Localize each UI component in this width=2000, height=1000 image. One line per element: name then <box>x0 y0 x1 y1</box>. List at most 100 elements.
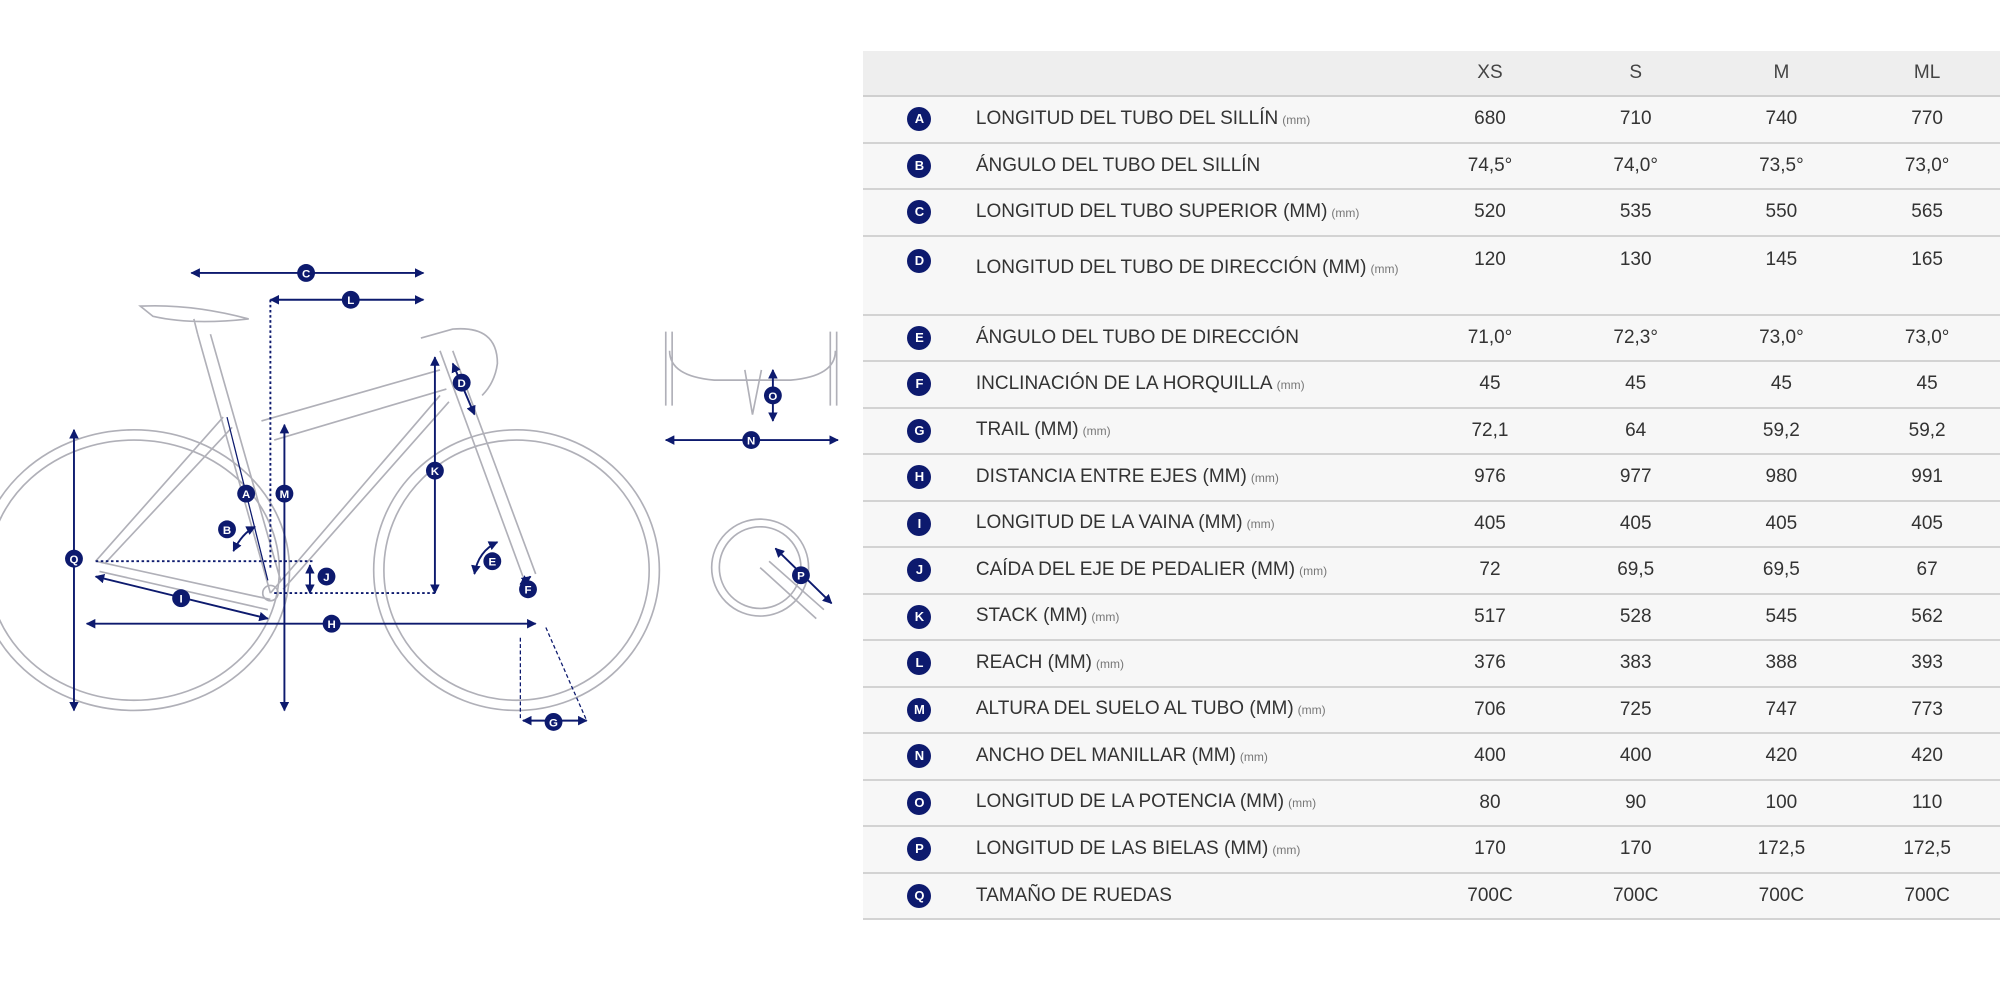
measurement-label: STACK (MM) <box>975 605 1088 627</box>
measurement-value: 69,5 <box>1562 547 1709 595</box>
table-header-row: XS S M ML <box>863 51 2000 97</box>
measurement-value: 73,0° <box>1854 314 2000 362</box>
diagram-badge-letter: I <box>180 594 183 606</box>
dimension-badge: K <box>907 604 932 629</box>
diagram-badge-letter: H <box>327 619 335 631</box>
measurement-value: 545 <box>1708 593 1855 641</box>
measurement-value: 405 <box>1854 500 2000 548</box>
dimension-badge: J <box>907 558 932 583</box>
diagram-badge-j: J <box>317 567 336 586</box>
unit-label: (mm) <box>1370 261 1399 276</box>
measurement-value: 172,5 <box>1708 826 1855 874</box>
measurement-value: 73,0° <box>1854 142 2000 190</box>
diagram-badge-letter: D <box>458 378 466 390</box>
unit-label: (mm) <box>1250 470 1279 485</box>
measurement-value: 59,2 <box>1854 407 2000 455</box>
diagram-badge-letter: C <box>302 268 310 280</box>
measurement-value: 400 <box>1562 733 1709 781</box>
diagram-badge-p: P <box>792 566 810 585</box>
measurement-value: 165 <box>1854 235 2000 316</box>
dimension-badge: F <box>907 372 932 397</box>
diagram-badge-a: A <box>237 484 256 503</box>
diagram-badge-l: L <box>341 290 360 309</box>
measurement-value: 980 <box>1708 454 1855 502</box>
dimension-badge: G <box>907 418 932 443</box>
dimension-badge: N <box>907 744 932 769</box>
measurement-value: 520 <box>1417 189 1563 237</box>
measurement-value: 90 <box>1562 779 1709 827</box>
measurement-value: 700C <box>1417 872 1563 920</box>
diagram-badge-letter: B <box>223 525 231 537</box>
diagram-badge-c: C <box>297 264 316 282</box>
measurement-value: 388 <box>1708 640 1855 688</box>
dimension-badge: I <box>907 511 932 536</box>
dimension-badge: O <box>907 790 932 815</box>
frame <box>95 333 537 611</box>
dimension-badge: H <box>907 465 932 490</box>
unit-label: (mm) <box>1282 112 1311 127</box>
diagram-badge-k: K <box>425 461 444 480</box>
measurement-value: 69,5 <box>1708 547 1855 595</box>
measurement-value: 700C <box>1854 872 2000 920</box>
measurement-value: 145 <box>1708 235 1855 316</box>
measurement-value: 535 <box>1562 189 1709 237</box>
diagram-badge-q: Q <box>65 549 83 568</box>
measurement-value: 405 <box>1708 500 1855 548</box>
diagram-badge-letter: O <box>768 391 777 403</box>
unit-label: (mm) <box>1246 517 1275 532</box>
measurement-value: 45 <box>1417 361 1563 409</box>
measurement-value: 74,5° <box>1417 142 1563 190</box>
diagram-badge-letter: P <box>797 571 805 583</box>
dimension-badge: M <box>907 697 932 722</box>
measurement-label: LONGITUD DE LAS BIELAS (MM) <box>975 837 1269 859</box>
diagram-badge-letter: J <box>323 572 329 584</box>
diagram-badge-f: F <box>519 580 537 599</box>
measurement-value: 976 <box>1417 454 1563 502</box>
measurement-label: LONGITUD DE LA POTENCIA (MM) <box>975 791 1285 813</box>
diagram-badge-m: M <box>275 484 294 503</box>
measurement-label: TRAIL (MM) <box>975 419 1079 441</box>
size-header-xs: XS <box>1417 51 1563 97</box>
measurement-value: 376 <box>1417 640 1563 688</box>
measurement-label: CAÍDA DEL EJE DE PEDALIER (MM) <box>975 558 1296 580</box>
measurement-value: 100 <box>1708 779 1855 827</box>
measurement-value: 405 <box>1562 500 1709 548</box>
measurement-value: 170 <box>1562 826 1709 874</box>
measurement-value: 67 <box>1854 547 2000 595</box>
dimension-badge: Q <box>907 883 932 908</box>
measurement-value: 740 <box>1708 96 1855 144</box>
measurement-value: 172,5 <box>1854 826 2000 874</box>
measurement-value: 710 <box>1562 96 1709 144</box>
diagram-badge-letter: K <box>431 466 440 478</box>
measurement-value: 706 <box>1417 686 1563 734</box>
dimension-lines <box>69 268 839 726</box>
measurement-value: 73,0° <box>1708 314 1855 362</box>
diagram-badge-letter: L <box>347 295 354 307</box>
dimension-badge: C <box>907 200 932 225</box>
measurement-label: DISTANCIA ENTRE EJES (MM) <box>975 465 1247 487</box>
measurement-value: 977 <box>1562 454 1709 502</box>
measurement-label: LONGITUD DEL TUBO DE DIRECCIÓN (MM) <box>975 256 1367 278</box>
measurement-value: 72,1 <box>1417 407 1563 455</box>
unit-label: (mm) <box>1239 749 1268 764</box>
diagram-badge-letter: G <box>549 717 558 729</box>
measurement-value: 550 <box>1708 189 1855 237</box>
measurement-label: ANCHO DEL MANILLAR (MM) <box>975 744 1236 766</box>
measurement-label: LONGITUD DEL TUBO DEL SILLÍN <box>975 107 1279 129</box>
measurement-value: 45 <box>1562 361 1709 409</box>
measurement-value: 80 <box>1417 779 1563 827</box>
